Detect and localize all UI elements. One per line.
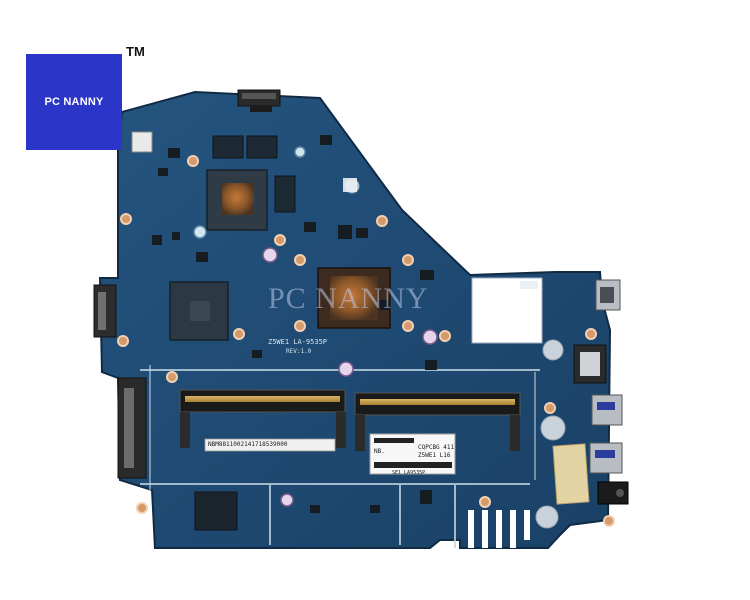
smd-components [152, 135, 437, 513]
serial-strip [204, 438, 336, 452]
small-white-connector [131, 131, 153, 153]
right-side-ports [573, 279, 629, 505]
ram-slot-right [354, 392, 521, 451]
pch-chip [169, 281, 229, 341]
sticker-small [343, 178, 357, 192]
vram-chips [212, 135, 296, 213]
capacitors [193, 146, 438, 507]
product-label [369, 433, 456, 475]
serial-strip-text: NBM8811002141718539000 [208, 441, 288, 448]
power-connector [237, 89, 281, 112]
brand-logo: PC NANNY [26, 54, 122, 150]
ec-chip [194, 491, 238, 531]
sticker-small [520, 281, 538, 289]
label-line-sub: Z5WE1 L16 [418, 452, 451, 459]
kapton-tape [552, 443, 590, 505]
sata-connector-upper [93, 284, 117, 338]
brand-logo-text: PC NANNY [44, 96, 104, 108]
trademark-mark: TM [126, 44, 145, 59]
cpu-socket [317, 267, 391, 329]
silkscreen-rev: REV:1.0 [286, 348, 312, 355]
sata-connector-lower [117, 377, 147, 479]
gpu-chip [206, 169, 268, 231]
label-small-b: SE1 LA9535P [392, 470, 426, 476]
ram-slot-left [179, 389, 346, 448]
silkscreen-model: Z5WE1 LA-9535P [268, 338, 328, 346]
label-small-a: NB. [374, 448, 385, 455]
mounting-holes [117, 155, 615, 527]
watermark-text: PC NANNY [268, 282, 429, 315]
label-line-top: CQPCBG 411 [418, 444, 455, 451]
